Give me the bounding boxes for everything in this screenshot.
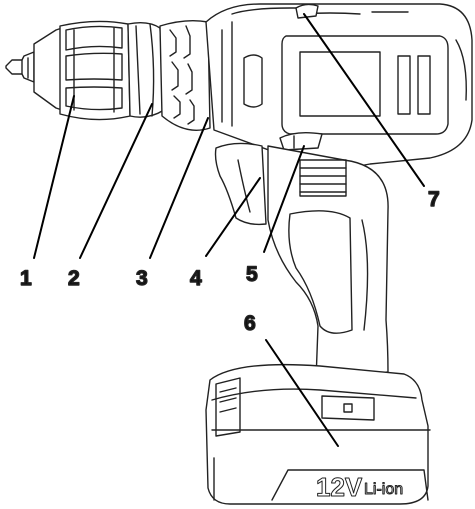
direction-switch <box>279 131 323 151</box>
callout-6: 6 <box>244 312 256 335</box>
callout-5: 5 <box>246 263 258 286</box>
callout-2: 2 <box>68 267 80 290</box>
leader-1 <box>33 95 75 259</box>
battery-voltage-text: 12V <box>316 472 363 502</box>
leader-7 <box>303 13 425 187</box>
chuck-rear-ring <box>127 21 165 118</box>
battery-pack <box>205 363 431 505</box>
callout-4: 4 <box>190 267 202 290</box>
callout-3: 3 <box>136 267 148 290</box>
battery-chemistry-text: Li-ion <box>364 481 403 498</box>
trigger <box>214 142 267 226</box>
leader-5 <box>263 145 305 253</box>
leader-lines <box>33 13 425 447</box>
leader-6 <box>265 339 339 447</box>
callout-7: 7 <box>428 188 440 211</box>
leader-4 <box>205 177 261 257</box>
torque-collar <box>159 19 211 131</box>
leader-2 <box>79 103 153 259</box>
belt-hook <box>295 3 319 19</box>
keyless-chuck <box>33 20 131 121</box>
handle <box>267 145 389 381</box>
leader-3 <box>149 117 209 259</box>
callout-1: 1 <box>20 267 32 290</box>
chuck-tip <box>5 51 35 83</box>
motor-housing <box>205 3 473 170</box>
